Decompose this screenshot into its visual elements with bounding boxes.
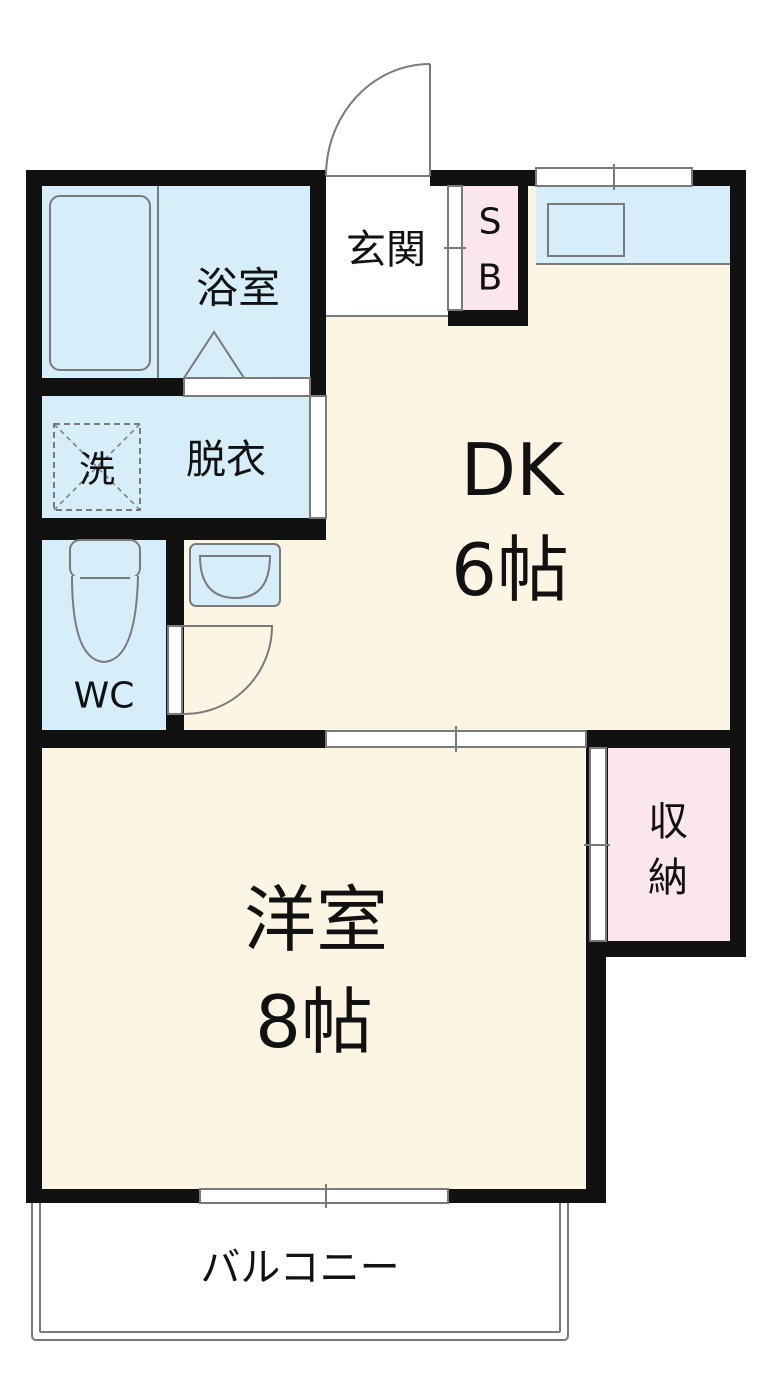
bathtub: [49, 195, 151, 371]
washer-diag-2: [53, 423, 141, 511]
entrance-door-swing: [325, 63, 431, 177]
storage-label-bottom: 納: [648, 855, 688, 901]
wall-changing-bottom: [26, 518, 326, 540]
shoe-box-wall-right: [518, 186, 528, 326]
storage-floor: [608, 748, 730, 941]
western-name-label: 洋室: [244, 878, 388, 962]
balcony-window: [199, 1188, 449, 1204]
toilet-bowl: [71, 575, 139, 664]
entrance-door-gap: [326, 168, 430, 188]
wc-label: WC: [74, 676, 135, 717]
entrance-label: 玄関: [346, 227, 426, 273]
wc-door-swing: [181, 625, 274, 716]
shoe-box-floor: [462, 186, 518, 310]
dk-name-label: DK: [461, 428, 565, 512]
changing-label: 脱衣: [186, 437, 266, 483]
dk-floor: [184, 186, 730, 730]
dk-size-label: 6帖: [451, 528, 569, 612]
western-size-label: 8帖: [255, 980, 373, 1064]
bath-drain-triangle: [183, 330, 245, 379]
balcony-label: バルコニー: [200, 1245, 399, 1291]
storage-label-top: 収: [648, 799, 688, 845]
western-room-floor: [42, 748, 586, 1189]
washer-space: [53, 423, 141, 511]
washer-diag-1: [53, 423, 141, 511]
shoe-box-wall-bottom: [448, 310, 528, 326]
entrance-floor: [326, 186, 448, 316]
toilet-tank: [69, 539, 141, 579]
washer-label: 洗: [79, 450, 115, 491]
shoe-box-label-bottom: B: [478, 258, 503, 299]
shoe-box-label-top: S: [479, 202, 502, 243]
wc-door: [167, 625, 183, 715]
bath-label: 浴室: [196, 264, 280, 313]
washbasin-bowl: [198, 555, 272, 600]
changing-door: [309, 395, 327, 519]
kitchen-sink: [547, 203, 625, 257]
bath-door: [183, 377, 311, 397]
